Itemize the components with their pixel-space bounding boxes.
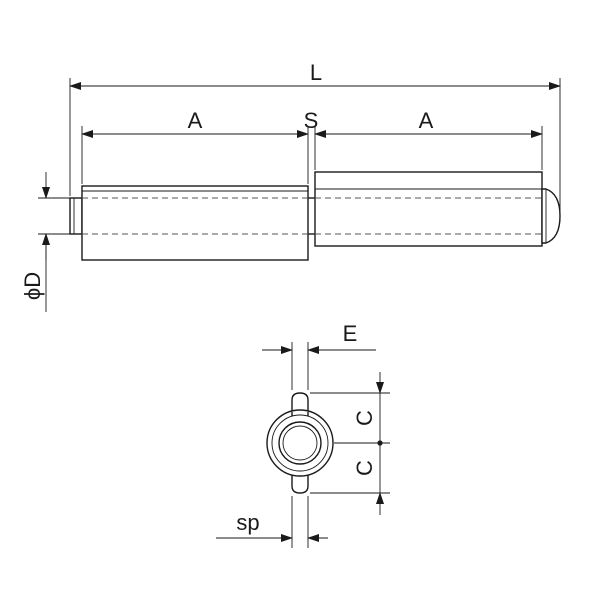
- dimension-L: L: [69, 60, 561, 214]
- dimension-A-left: A: [81, 108, 309, 184]
- dimension-E: E: [262, 321, 376, 390]
- L-label: L: [310, 60, 322, 85]
- dimension-D: ϕD: [20, 172, 70, 312]
- inner-pin: [278, 421, 322, 465]
- sp-label: sp: [236, 510, 259, 535]
- A-right-label: A: [419, 108, 434, 133]
- C-center-dot: [377, 440, 383, 446]
- inner-pin-chamfer: [282, 425, 318, 461]
- right-body: [314, 171, 543, 247]
- left-pin-tip: [69, 197, 83, 235]
- outer-ring-inner-edge: [271, 414, 329, 472]
- right-dome-end: [541, 188, 561, 244]
- dimension-S: S: [304, 108, 319, 170]
- C-label-bottom: C: [352, 460, 377, 476]
- D-label: ϕD: [20, 272, 45, 300]
- C-label-top: C: [352, 410, 377, 426]
- dimension-A-right: A: [314, 108, 543, 170]
- side-view: [69, 171, 561, 261]
- dimension-sp: sp: [216, 496, 328, 548]
- S-label: S: [304, 108, 319, 133]
- end-view: [266, 392, 334, 494]
- E-label: E: [343, 321, 358, 346]
- A-left-label: A: [188, 108, 203, 133]
- dimension-C: C C: [310, 372, 390, 515]
- left-body: [81, 185, 309, 261]
